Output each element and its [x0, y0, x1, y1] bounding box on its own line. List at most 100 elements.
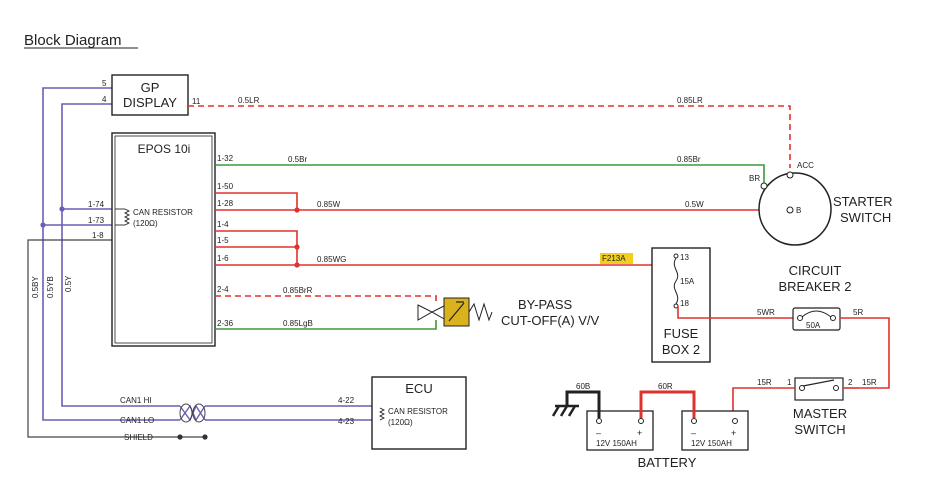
wire-05by [42, 87, 180, 421]
epos-pin-1-74: 1-74 [88, 200, 105, 209]
ecu-box [371, 376, 467, 450]
master-line2: SWITCH [794, 422, 845, 437]
epos-pin-1-73: 1-73 [88, 216, 105, 225]
starter-acc: ACC [797, 161, 814, 170]
label-5r: 5R [853, 308, 863, 317]
twisted-pair-icon [179, 403, 206, 423]
label-60r: 60R [658, 382, 673, 391]
label-05y: 0.5Y [64, 275, 73, 292]
epos-resistor-line2: (120Ω) [133, 219, 158, 228]
label-can-lo: CAN1 LO [120, 416, 154, 425]
fuse-pin-13: 13 [680, 253, 689, 262]
label-05lr: 0.5LR [238, 96, 260, 105]
starter-line1: STARTER [833, 194, 892, 209]
fuse-pin-18: 18 [680, 299, 689, 308]
label-5wr: 5WR [757, 308, 775, 317]
bypass-valve-icon [417, 297, 493, 327]
starter-line2: SWITCH [840, 210, 891, 225]
wire-085w-group [215, 192, 788, 211]
breaker-rating: 50A [806, 321, 821, 330]
battery-1-plus: + [637, 428, 642, 438]
diagram-title: Block Diagram [24, 32, 122, 49]
ground-icon [551, 404, 579, 417]
label-can-hi: CAN1 HI [120, 396, 152, 405]
battery-1-minus: – [596, 428, 601, 438]
master-line1: MASTER [793, 406, 847, 421]
epos-label: EPOS 10i [138, 142, 191, 156]
ecu-resistor-icon [378, 407, 386, 421]
epos-pin-2-36: 2-36 [217, 319, 234, 328]
ecu-pin-4-22: 4-22 [338, 396, 355, 405]
epos-pin-1-50: 1-50 [217, 182, 234, 191]
epos-pin-1-28: 1-28 [217, 199, 234, 208]
fuse-rating: 15A [680, 277, 695, 286]
ecu-resistor-line1: CAN RESISTOR [388, 407, 448, 416]
label-05yb: 0.5YB [46, 276, 55, 298]
gp-display-line2: DISPLAY [123, 95, 177, 110]
epos-pin-1-5: 1-5 [217, 236, 229, 245]
wire-5r [840, 317, 890, 389]
circuit-breaker-icon [792, 307, 841, 331]
fuse-box-line1: FUSE [664, 326, 699, 341]
wire-15r [732, 387, 795, 418]
label-085wg: 0.85WG [317, 255, 346, 264]
fuse-tag: F213A [602, 254, 626, 263]
label-shield: SHIELD [124, 433, 153, 442]
epos-pin-1-4: 1-4 [217, 220, 229, 229]
label-15r-b: 15R [862, 378, 877, 387]
battery-2-rating: 12V 150AH [691, 439, 732, 448]
epos-resistor-icon [123, 208, 131, 226]
starter-switch-icon [758, 172, 832, 246]
wire-05y [61, 103, 180, 407]
epos-pin-1-6: 1-6 [217, 254, 229, 263]
gp-display-box [111, 74, 189, 116]
label-085w: 0.85W [317, 200, 341, 209]
wire-60r [639, 390, 696, 418]
fuse-box [651, 247, 711, 363]
bypass-line2: CUT-OFF(A) V/V [501, 313, 600, 328]
master-pin-1: 1 [787, 378, 792, 387]
ecu-resistor-line2: (120Ω) [388, 418, 413, 427]
wire-05lr [188, 105, 791, 168]
gp-pin-4: 4 [102, 95, 107, 104]
wire-shield [27, 239, 205, 438]
gp-pin-5: 5 [102, 79, 107, 88]
label-60b: 60B [576, 382, 590, 391]
battery-1-rating: 12V 150AH [596, 439, 637, 448]
gp-pin-11: 11 [192, 97, 201, 106]
fuse-icon [673, 257, 679, 305]
master-switch-icon [794, 377, 844, 401]
wire-60b [565, 390, 601, 418]
label-05w: 0.5W [685, 200, 704, 209]
master-pin-2: 2 [848, 378, 853, 387]
wire-5wr [677, 306, 795, 319]
label-085br: 0.85Br [677, 155, 701, 164]
label-05br: 0.5Br [288, 155, 307, 164]
shield-junctions [177, 434, 208, 440]
epos-resistor-line1: CAN RESISTOR [133, 208, 193, 217]
fuse-box-line2: BOX 2 [662, 342, 700, 357]
label-15r-a: 15R [757, 378, 772, 387]
battery-2-minus: – [691, 428, 696, 438]
battery-2-plus: + [731, 428, 736, 438]
blue-wires [42, 87, 382, 421]
wire-05br [215, 164, 765, 184]
breaker-line1: CIRCUIT [789, 263, 842, 278]
epos-pin-1-32: 1-32 [217, 154, 234, 163]
epos-box-outer [111, 132, 216, 347]
wire-085brr [215, 295, 437, 305]
label-085brr: 0.85BrR [283, 286, 313, 295]
ecu-pin-4-23: 4-23 [338, 417, 355, 426]
label-085lr: 0.85LR [677, 96, 703, 105]
label-085lgb: 0.85LgB [283, 319, 313, 328]
blue-junctions [40, 206, 65, 228]
epos-box-inner [114, 135, 213, 344]
epos-pin-2-4: 2-4 [217, 285, 229, 294]
ecu-label: ECU [405, 381, 432, 396]
starter-br: BR [749, 174, 760, 183]
fuse-tag-highlight [600, 253, 633, 264]
label-05by: 0.5BY [31, 276, 40, 298]
epos-pin-1-8: 1-8 [92, 231, 104, 240]
wire-085lgb [215, 320, 437, 330]
